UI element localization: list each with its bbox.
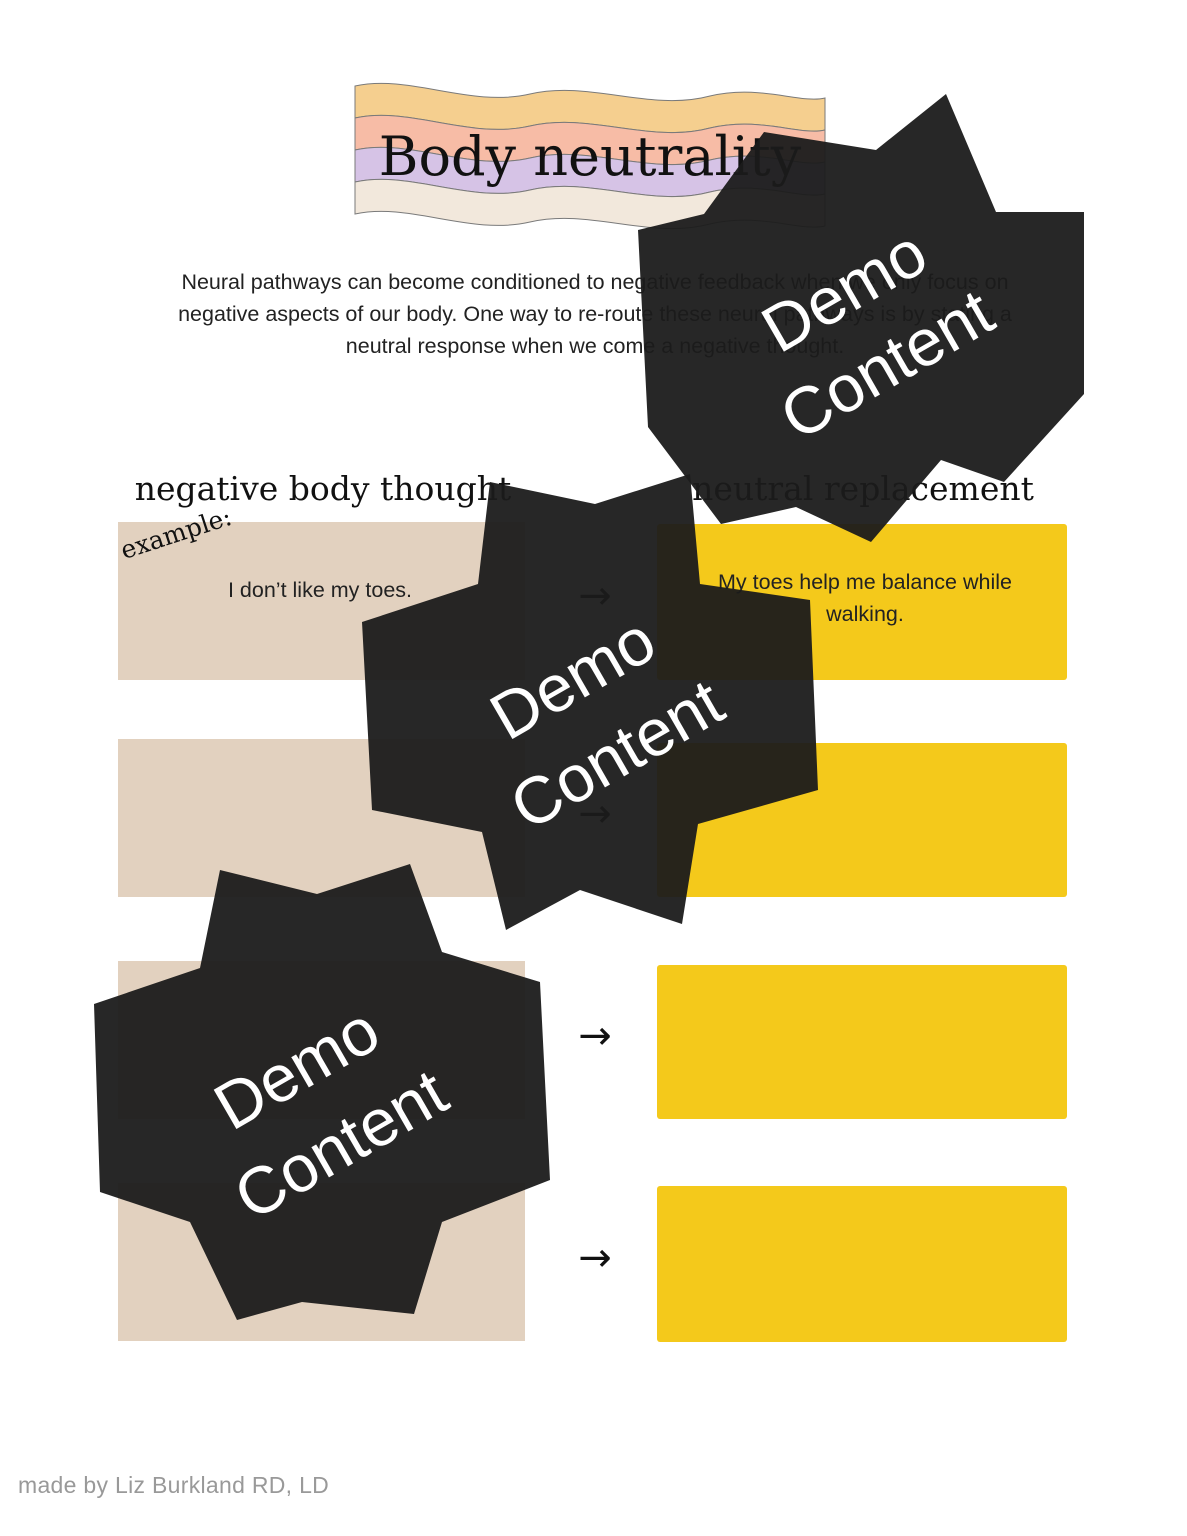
demo-content-watermark: Demo Content: [94, 864, 550, 1320]
neutral-replacement-box-4[interactable]: [657, 1186, 1067, 1342]
column-heading-negative: negative body thought: [134, 469, 512, 508]
example-negative-text: I don’t like my toes.: [227, 578, 413, 602]
arrow-icon: →: [578, 1235, 612, 1281]
demo-content-watermark: Demo Content: [362, 474, 818, 930]
author-credit: made by Liz Burkland RD, LD: [18, 1472, 330, 1498]
neutral-replacement-box-3[interactable]: [657, 965, 1067, 1119]
wave-banner: [354, 82, 826, 230]
example-neutral-text: My toes help me balance while walking.: [718, 570, 1012, 626]
arrow-icon: →: [578, 1013, 612, 1059]
demo-content-watermark: Demo Content: [638, 94, 1084, 542]
